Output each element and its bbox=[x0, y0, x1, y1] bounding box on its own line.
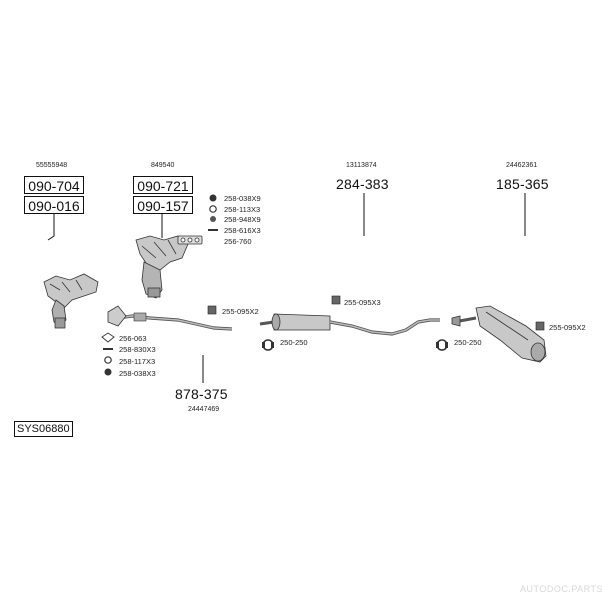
clamp-icon-front bbox=[207, 305, 217, 315]
nut-icon-2 bbox=[104, 368, 112, 376]
rubber-hanger-icon-rear bbox=[436, 339, 448, 351]
part-number-label[interactable]: 258-117X3 bbox=[119, 357, 156, 366]
leader-line-manifold-a bbox=[47, 214, 55, 241]
washer-icon bbox=[209, 205, 217, 213]
nut-icon bbox=[209, 194, 217, 202]
manifold-gasket-drawing bbox=[177, 235, 203, 245]
rubber-hanger-icon-middle bbox=[262, 339, 274, 351]
exhaust-manifold-b-drawing bbox=[135, 235, 189, 299]
part-code-box[interactable]: 090-157 bbox=[133, 196, 193, 214]
clamp-part-number[interactable]: 255-095X2 bbox=[549, 323, 586, 332]
middle-silencer-drawing bbox=[259, 313, 440, 336]
part-number-label[interactable]: 258-948X9 bbox=[224, 215, 261, 224]
bolt-icon-2 bbox=[103, 348, 113, 350]
spring-washer-icon bbox=[104, 356, 112, 364]
system-code-label: SYS06880 bbox=[14, 421, 73, 437]
oem-number-rear: 24462361 bbox=[506, 162, 538, 169]
oem-number-manifold-b: 849540 bbox=[151, 162, 175, 169]
rear-silencer-drawing bbox=[451, 305, 547, 363]
hanger-part-number[interactable]: 250-250 bbox=[454, 338, 482, 347]
rear-silencer-code[interactable]: 185-365 bbox=[496, 176, 549, 192]
clamp-part-number[interactable]: 255-095X3 bbox=[344, 298, 381, 307]
bolt-icon bbox=[208, 229, 218, 231]
clamp-icon-middle bbox=[331, 295, 341, 305]
front-pipe-code[interactable]: 878-375 bbox=[175, 386, 228, 402]
clamp-icon-rear bbox=[535, 321, 545, 331]
part-number-label[interactable]: 258-113X3 bbox=[224, 205, 261, 214]
part-code-box[interactable]: 090-704 bbox=[24, 176, 84, 194]
exhaust-manifold-a-drawing bbox=[43, 273, 99, 329]
oem-number-manifold-a: 55555948 bbox=[36, 162, 68, 169]
part-number-label[interactable]: 256-760 bbox=[224, 237, 252, 246]
part-number-label[interactable]: 258-038X3 bbox=[119, 369, 156, 378]
oem-number-front-pipe: 24447469 bbox=[188, 406, 220, 413]
clamp-part-number[interactable]: 255-095X2 bbox=[222, 307, 259, 316]
stud-icon bbox=[210, 216, 216, 222]
front-pipe-drawing bbox=[107, 305, 233, 331]
hanger-part-number[interactable]: 250-250 bbox=[280, 338, 308, 347]
part-code-box[interactable]: 090-721 bbox=[133, 176, 193, 194]
part-number-label[interactable]: 258-038X9 bbox=[224, 194, 261, 203]
part-code-box[interactable]: 090-016 bbox=[24, 196, 84, 214]
gasket-icon bbox=[101, 332, 115, 343]
watermark-logo: AUTODOC.PARTS bbox=[520, 584, 602, 594]
part-number-label[interactable]: 258-616X3 bbox=[224, 226, 261, 235]
part-number-label[interactable]: 258-830X3 bbox=[119, 345, 156, 354]
oem-number-middle: 13113874 bbox=[346, 162, 377, 169]
part-number-label[interactable]: 256-063 bbox=[119, 334, 147, 343]
middle-silencer-code[interactable]: 284-383 bbox=[336, 176, 389, 192]
